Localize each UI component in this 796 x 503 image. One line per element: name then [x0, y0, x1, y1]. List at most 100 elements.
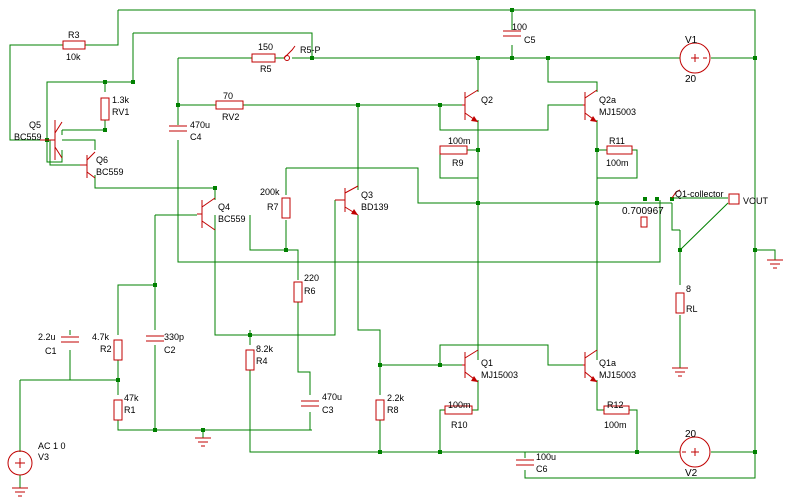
- label-r4-value: 8.2k: [256, 344, 274, 354]
- label-r11-value: 100m: [606, 158, 629, 168]
- resistor-r2: [113, 339, 123, 361]
- label-r3-value: 10k: [66, 52, 81, 62]
- label-vout: VOUT: [743, 196, 769, 206]
- ground-icon: [12, 487, 28, 497]
- capacitor-c6: [516, 459, 534, 466]
- label-rv1-ref: RV1: [112, 107, 129, 117]
- source-v1: [679, 42, 711, 74]
- label-q2a-ref: Q2a: [599, 95, 616, 105]
- labels: R3 10k 150 R5 R5-P 100 C5 V1 20 1.3k RV1…: [14, 22, 769, 479]
- label-v2-ref: V2: [685, 468, 698, 479]
- resistor-rv1: [100, 97, 110, 121]
- label-r11-ref: R11: [609, 136, 625, 146]
- ground-icon: [195, 437, 211, 447]
- label-c3-value: 470u: [322, 392, 342, 402]
- label-r2-value: 4.7k: [92, 332, 110, 342]
- label-q1a-value: MJ15003: [599, 370, 636, 380]
- label-q2-ref: Q2: [481, 95, 493, 105]
- label-c5-ref: C5: [524, 35, 536, 45]
- label-r1-ref: R1: [124, 405, 136, 415]
- label-v3-ref: V3: [38, 452, 49, 462]
- capacitor-c5: [503, 30, 521, 37]
- label-r9-value: 100m: [448, 136, 471, 146]
- label-q4-ref: Q4: [218, 202, 230, 212]
- resistor-r7: [281, 197, 291, 219]
- label-q5-value: BC559: [14, 132, 42, 142]
- label-q1a-ref: Q1a: [599, 358, 616, 368]
- label-r3-ref: R3: [68, 30, 80, 40]
- label-r4-ref: R4: [256, 356, 268, 366]
- label-v1-ref: V1: [685, 35, 698, 46]
- label-c3-ref: C3: [322, 405, 334, 415]
- capacitor-c4: [169, 125, 187, 132]
- junction-dots: [45, 8, 757, 454]
- label-v3-value: AC 1 0: [38, 441, 66, 451]
- label-q5-ref: Q5: [29, 120, 41, 130]
- ground-icon: [672, 367, 688, 377]
- label-q1-ref: Q1: [481, 358, 493, 368]
- sources: [7, 42, 711, 476]
- label-c2-value: 330p: [164, 332, 184, 342]
- label-q4-value: BC559: [218, 214, 246, 224]
- resistor-r10: [444, 405, 473, 415]
- resistor-r12: [603, 405, 630, 415]
- grounds: [12, 259, 783, 497]
- transistor-q1: [462, 349, 479, 383]
- label-rl-value: 8: [686, 284, 691, 294]
- label-r1-value: 47k: [124, 393, 139, 403]
- label-q2a-value: MJ15003: [599, 107, 636, 117]
- resistor-r8: [375, 399, 385, 421]
- resistor-r9: [439, 145, 468, 155]
- readout-value: 0.700967: [622, 206, 664, 217]
- label-v1-value: 20: [685, 74, 697, 85]
- label-r2-ref: R2: [100, 344, 112, 354]
- label-rv2-ref: RV2: [222, 112, 239, 122]
- label-r9-ref: R9: [452, 158, 464, 168]
- label-r5-ref: R5: [260, 64, 272, 74]
- label-rv1-value: 1.3k: [112, 95, 130, 105]
- label-r6-value: 220: [304, 273, 319, 283]
- label-c5-value: 100: [512, 22, 527, 32]
- transistor-q5: [40, 120, 63, 160]
- label-r12-ref: R12: [607, 400, 624, 410]
- label-r7-value: 200k: [260, 187, 280, 197]
- resistor-rv2: [215, 100, 244, 110]
- capacitors: [61, 30, 534, 466]
- transistor-q4: [197, 197, 216, 231]
- label-r5-value: 150: [258, 42, 273, 52]
- transistor-q6: [80, 151, 96, 179]
- transistor-q1a: [583, 349, 598, 383]
- label-rv2-value: 70: [223, 91, 233, 101]
- source-v2: [679, 436, 711, 468]
- label-q6-value: BC559: [96, 167, 124, 177]
- label-q6-ref: Q6: [96, 155, 108, 165]
- probe-vout-box: [728, 193, 740, 205]
- transistor-q2: [462, 89, 479, 123]
- label-r10-value: 100m: [448, 400, 471, 410]
- probe-q1c-marker: [671, 189, 681, 199]
- resistor-r3: [62, 40, 86, 50]
- resistor-rl: [675, 292, 685, 314]
- resistor-r11: [606, 145, 633, 155]
- label-c4-value: 470u: [190, 120, 210, 130]
- resistor-r4: [245, 349, 255, 371]
- transistors: [40, 89, 598, 383]
- label-r10-ref: R10: [451, 420, 468, 430]
- resistors: [62, 40, 685, 421]
- label-q3-ref: Q3: [361, 190, 373, 200]
- label-r12-value: 100m: [604, 420, 627, 430]
- resistor-r5: [251, 53, 276, 63]
- label-r8-ref: R8: [387, 405, 399, 415]
- probe-readout-marker: [640, 216, 648, 228]
- resistor-r6: [293, 281, 303, 303]
- capacitor-c2: [146, 335, 164, 342]
- label-c1-value: 2.2u: [38, 332, 56, 342]
- label-v2-value: 20: [685, 429, 697, 440]
- capacitor-c1: [61, 336, 79, 343]
- label-q1-collector: Q1-collector: [675, 189, 724, 199]
- label-r7-ref: R7: [267, 202, 279, 212]
- label-c6-value: 100u: [536, 452, 556, 462]
- resistor-r1: [113, 399, 123, 421]
- label-c6-ref: C6: [536, 464, 548, 474]
